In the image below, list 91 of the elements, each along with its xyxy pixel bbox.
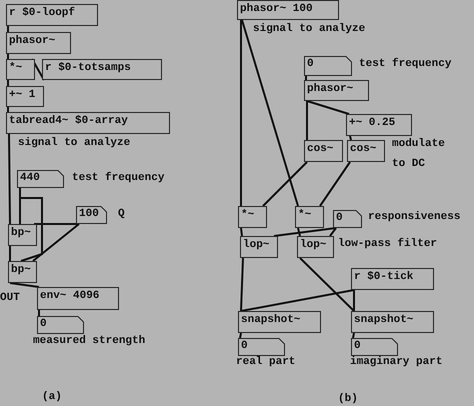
object-box xyxy=(6,59,35,80)
object-box xyxy=(8,224,37,246)
object-box xyxy=(237,0,339,20)
number-value: 0 xyxy=(40,318,47,330)
comment-text: Q xyxy=(118,208,125,221)
object-text: phasor~ 100 xyxy=(240,3,313,15)
object-text: r $0-totsamps xyxy=(45,62,131,74)
object-box xyxy=(42,59,162,80)
comment-text: responsiveness xyxy=(368,211,460,224)
object-box xyxy=(295,206,324,228)
number-value: 0 xyxy=(336,212,343,224)
comment-text: low-pass filter xyxy=(338,238,438,251)
connection-line xyxy=(274,227,336,237)
comment-text: measured strength xyxy=(33,335,146,348)
number-value: 0 xyxy=(307,58,314,70)
number-value: 0 xyxy=(241,340,248,352)
connection-line xyxy=(240,258,244,312)
connection-line xyxy=(8,134,11,224)
object-box xyxy=(297,236,334,258)
connection-line xyxy=(240,228,243,236)
connection-line xyxy=(38,310,40,316)
comment-text: signal to analyze xyxy=(18,137,130,150)
object-box xyxy=(37,287,119,310)
connection-line xyxy=(34,223,79,225)
object-text: snapshot~ xyxy=(241,314,300,326)
object-text: +~ 0.25 xyxy=(349,117,396,129)
object-text: tabread4~ $0-array xyxy=(9,115,128,127)
comment-text: signal to analyze xyxy=(253,23,366,36)
object-text: +~ 1 xyxy=(9,89,36,101)
number-value: 0 xyxy=(354,340,361,352)
object-text: bp~ xyxy=(11,264,31,276)
connection-line xyxy=(305,76,307,80)
comment-text: test frequency xyxy=(359,58,452,71)
comment-text: OUT xyxy=(0,292,20,305)
object-box xyxy=(304,80,369,101)
connection-line xyxy=(353,290,355,311)
object-box xyxy=(6,4,98,26)
object-box xyxy=(351,311,434,333)
connection-line xyxy=(240,289,354,312)
object-box xyxy=(304,140,343,162)
object-text: r $0-tick xyxy=(354,271,414,283)
comment-text: imaginary part xyxy=(350,356,442,369)
connection-line xyxy=(306,100,350,115)
connection-line xyxy=(239,332,242,338)
object-text: lop~ xyxy=(300,239,326,251)
comment-text: (a) xyxy=(42,391,62,404)
comment-text: modulate to DC xyxy=(392,137,446,172)
object-box xyxy=(6,86,44,107)
comment-text: (b) xyxy=(338,393,358,406)
connection-line xyxy=(7,54,9,59)
connection-line xyxy=(7,107,9,112)
object-box xyxy=(347,140,385,162)
number-value: 440 xyxy=(20,172,40,184)
object-text: *~ xyxy=(241,209,254,221)
number-value: 100 xyxy=(79,208,99,220)
connection-line xyxy=(240,20,242,206)
object-text: bp~ xyxy=(11,227,31,239)
connection-line xyxy=(7,80,9,86)
object-text: *~ xyxy=(298,209,312,221)
object-box xyxy=(240,236,278,258)
object-box xyxy=(6,112,170,134)
object-text: phasor~ xyxy=(307,83,354,95)
connection-line xyxy=(349,136,352,140)
connection-line xyxy=(352,332,355,338)
object-text: r $0-loopf xyxy=(9,7,76,19)
connection-line xyxy=(306,101,308,140)
object-text: cos~ xyxy=(350,143,376,155)
connection-line xyxy=(262,161,308,207)
connection-line xyxy=(9,246,11,261)
connection-line xyxy=(32,223,80,262)
object-box xyxy=(351,268,434,290)
connection-line xyxy=(241,20,299,206)
object-text: *~ xyxy=(9,62,22,74)
connection-line xyxy=(299,257,355,312)
connection-line xyxy=(19,188,43,262)
object-box xyxy=(8,261,37,283)
connection-line xyxy=(10,282,40,288)
object-text: env~ 4096 xyxy=(40,290,100,302)
object-box xyxy=(346,114,412,136)
comment-text: test frequency xyxy=(72,172,164,185)
object-box xyxy=(238,206,267,228)
object-box xyxy=(238,311,321,333)
object-box xyxy=(6,32,71,54)
object-text: cos~ xyxy=(307,143,334,155)
connection-line xyxy=(7,26,9,32)
object-text: lop~ xyxy=(243,239,270,251)
object-text: phasor~ xyxy=(9,35,56,47)
connection-line xyxy=(319,161,351,207)
object-text: snapshot~ xyxy=(354,314,414,326)
comment-text: real part xyxy=(236,356,296,369)
connection-line xyxy=(329,227,337,237)
